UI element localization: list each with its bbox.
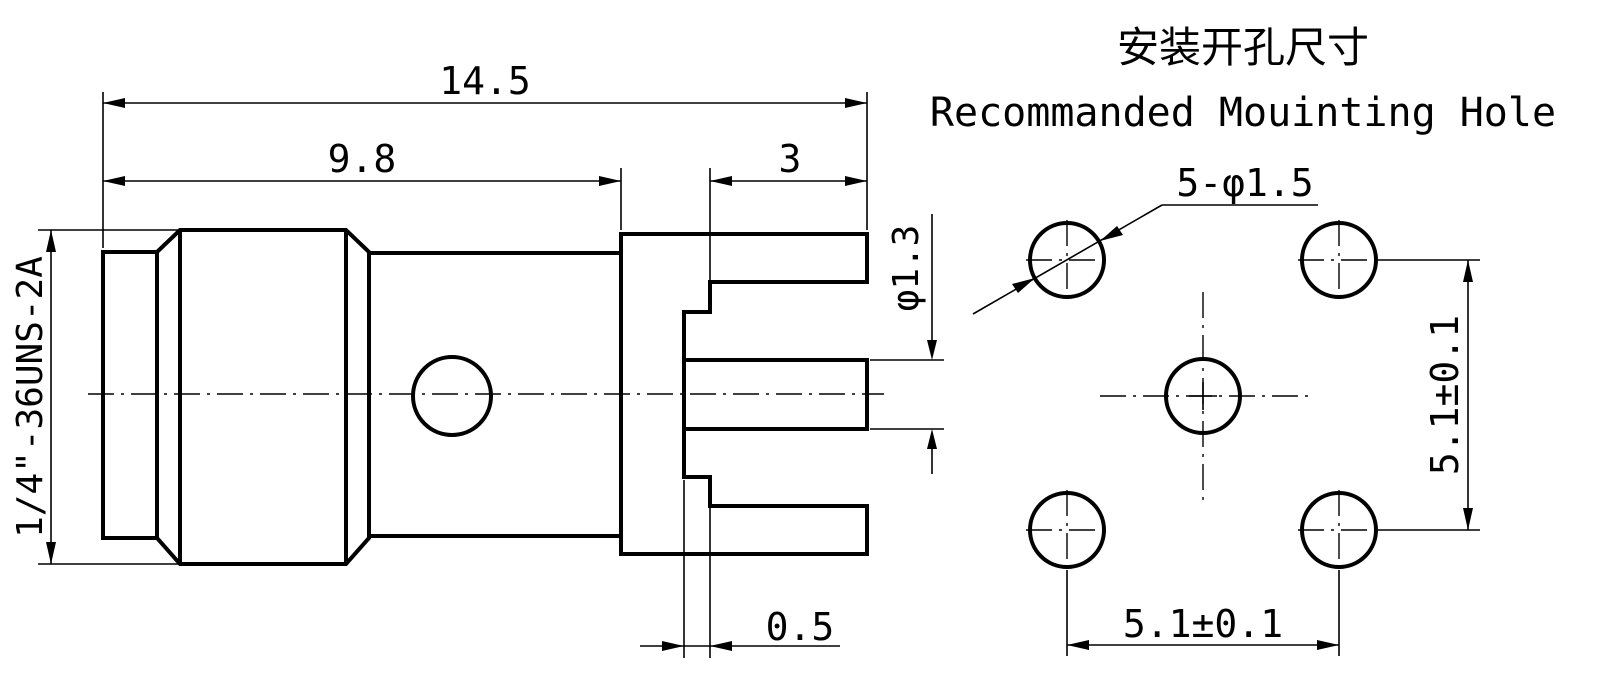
mounting-hole-top-right: [1300, 221, 1378, 299]
dimension-hole-spacing-vertical: 5.1±0.1: [1378, 259, 1480, 531]
dimension-label-0-5: 0.5: [766, 605, 835, 649]
mounting-hole-bottom-left: [1028, 491, 1106, 569]
dimension-thread: 1/4"-36UNS-2A: [10, 229, 178, 565]
dimension-gap: 0.5: [640, 480, 840, 658]
dimension-hole-spec: 5-φ1.5: [972, 161, 1318, 315]
mounting-hole-center: [1164, 357, 1242, 435]
connector-flange: [619, 232, 869, 556]
dimension-label-hole-spacing-horizontal: 5.1±0.1: [1123, 602, 1283, 646]
mounting-hole-top-left: [1028, 221, 1106, 299]
title-english: Recommanded Mouinting Hole: [930, 90, 1556, 136]
connector-side-view: [101, 228, 869, 566]
mounting-hole-bottom-right: [1300, 491, 1378, 569]
mounting-hole-pattern: [1026, 220, 1380, 572]
dimension-label-hole-spacing-vertical: 5.1±0.1: [1423, 315, 1467, 475]
dimension-label-pin-diameter: φ1.3: [886, 225, 927, 312]
dimension-label-3: 3: [779, 137, 802, 181]
body-hole: [411, 355, 493, 437]
dimension-label-9-8: 9.8: [328, 137, 397, 181]
dimension-overall-length: 14.5: [102, 59, 868, 248]
dimension-label-thread: 1/4"-36UNS-2A: [10, 256, 51, 538]
dimension-hole-spacing-horizontal: 5.1±0.1: [1066, 570, 1340, 656]
dimension-pin-diameter: φ1.3: [870, 214, 944, 474]
dimension-pin-length: 3: [709, 137, 867, 280]
dimension-body-length: 9.8: [103, 137, 622, 230]
title-chinese: 安装开孔尺寸: [1117, 23, 1369, 72]
connector-front-cap: [101, 250, 159, 540]
dimension-label-14-5: 14.5: [439, 59, 531, 103]
dimension-label-hole-spec: 5-φ1.5: [1176, 161, 1313, 205]
connector-threaded-nut: [155, 228, 371, 566]
